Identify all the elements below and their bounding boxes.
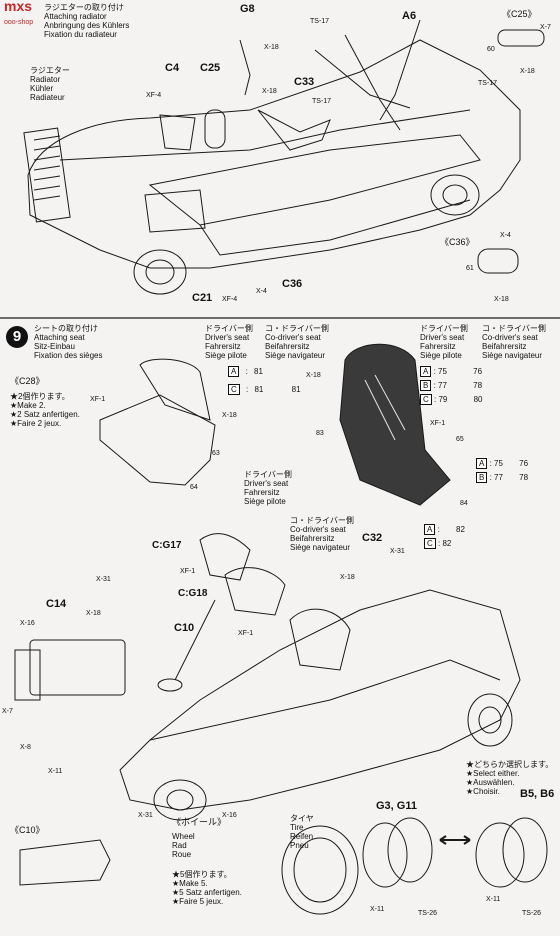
table-bottom-row-c: C : 82	[424, 538, 451, 549]
c36-detail-title: 《C36》	[440, 237, 475, 247]
screw-x4-b: X-4	[500, 232, 511, 239]
radiator-part	[23, 127, 71, 223]
screw-ts17-b: TS-17	[478, 80, 498, 87]
part-c-g18: C:G18	[178, 588, 208, 599]
screw-x18-c32: X-18	[340, 574, 355, 581]
screw-xf4-a: XF-4	[146, 92, 162, 99]
table-right-row-b: B : 77 78	[420, 380, 482, 391]
table-left-row-c: C : 81 81	[228, 384, 301, 395]
screw-xf4-b: XF-4	[222, 296, 238, 303]
c25-detail-title: 《C25》	[502, 9, 537, 19]
chassis-outline-step9	[119, 589, 521, 811]
screw-x18-b: X-18	[262, 88, 277, 95]
table-lower-row-b: B : 77 78	[476, 472, 528, 483]
c28-detail-title: 《C28》	[10, 376, 45, 386]
part-c10: C10	[174, 622, 195, 634]
roll-bar-a6	[314, 19, 421, 131]
screw-x4-a: X-4	[256, 288, 267, 295]
screw-x16: X-16	[20, 620, 35, 627]
ref-83: 83	[316, 430, 324, 437]
ref-63: 63	[212, 450, 220, 457]
table-lower-row-a: A : 75 76	[476, 458, 528, 469]
c10-detail-title: 《C10》	[10, 825, 45, 835]
part-c4: C4	[165, 62, 180, 74]
part-c25: C25	[200, 62, 221, 74]
screw-ts26-a: TS-26	[418, 910, 438, 917]
site-watermark: ooo-shop	[4, 19, 34, 26]
screw-x18-d: X-18	[494, 296, 509, 303]
step-number: 9	[6, 326, 28, 348]
site-logo: mxs	[4, 0, 33, 14]
ref-64: 64	[190, 484, 198, 491]
screw-x11-b5: X-11	[486, 896, 501, 903]
wheel-b5-b6	[475, 822, 525, 888]
rear-wheel-step9	[467, 693, 513, 747]
screw-x8: X-8	[20, 744, 31, 751]
c25-bottle-detail	[497, 29, 545, 47]
part-g8: G8	[240, 3, 255, 15]
c10-detail	[19, 839, 111, 886]
screw-xf1-d: XF-1	[238, 630, 254, 637]
chassis-outline-step8	[27, 39, 521, 269]
driver-seat-c28	[99, 394, 216, 486]
screw-x16-b: X-16	[222, 812, 237, 819]
screw-x18-c: X-18	[520, 68, 535, 75]
screw-xf1-c: XF-1	[180, 568, 196, 575]
tire	[281, 825, 359, 915]
front-wheel-step8	[133, 249, 187, 295]
front-wheel-step9	[153, 779, 207, 821]
part-c14: C14	[46, 598, 67, 610]
part-c32: C32	[362, 532, 383, 544]
ref-60: 60	[487, 46, 495, 53]
part-g3-g11: G3, G11	[376, 800, 417, 812]
screw-x11: X-11	[48, 768, 63, 775]
table-right-row-c: C : 79 80	[420, 394, 483, 405]
steering-c10	[157, 678, 183, 692]
screw-xf1-b: XF-1	[430, 420, 446, 427]
wheel-g3-g11	[362, 822, 408, 888]
wheel-title: 《ホイール》	[172, 817, 227, 827]
rear-wheel-step8	[430, 174, 480, 216]
table-right-row-a: A : 75 76	[420, 366, 482, 377]
screw-x18-seat-b: X-18	[306, 372, 321, 379]
part-c33: C33	[294, 76, 315, 88]
table-bottom-row-a: A : 82	[424, 524, 465, 535]
ref-84: 84	[460, 500, 468, 507]
dashboard-c14	[29, 639, 126, 696]
table-left-row-a: A : 81	[228, 366, 263, 377]
screw-x7: X-7	[540, 24, 551, 31]
part-c36: C36	[282, 278, 303, 290]
screw-x31-a: X-31	[96, 576, 111, 583]
ref-65: 65	[456, 436, 464, 443]
screw-x11-g3: X-11	[370, 906, 385, 913]
screw-xf1-a: XF-1	[90, 396, 106, 403]
part-c-g17: C:G17	[152, 540, 182, 551]
screw-x31-c: X-31	[138, 812, 153, 819]
screw-x18-c14: X-18	[86, 610, 101, 617]
c36-bottle-detail	[477, 248, 519, 274]
screw-x31-b: X-31	[390, 548, 405, 555]
screw-x18-a: X-18	[264, 44, 279, 51]
screw-ts17-c: TS-17	[312, 98, 332, 105]
screw-ts17-a: TS-17	[310, 18, 330, 25]
part-c21: C21	[192, 292, 213, 304]
screw-x7-b: X-7	[2, 708, 13, 715]
part-b5-b6: B5, B6	[520, 788, 555, 800]
screw-x18-seat: X-18	[222, 412, 237, 419]
ref-61: 61	[466, 265, 474, 272]
screw-ts26-b: TS-26	[522, 910, 542, 917]
part-a6: A6	[402, 10, 417, 22]
